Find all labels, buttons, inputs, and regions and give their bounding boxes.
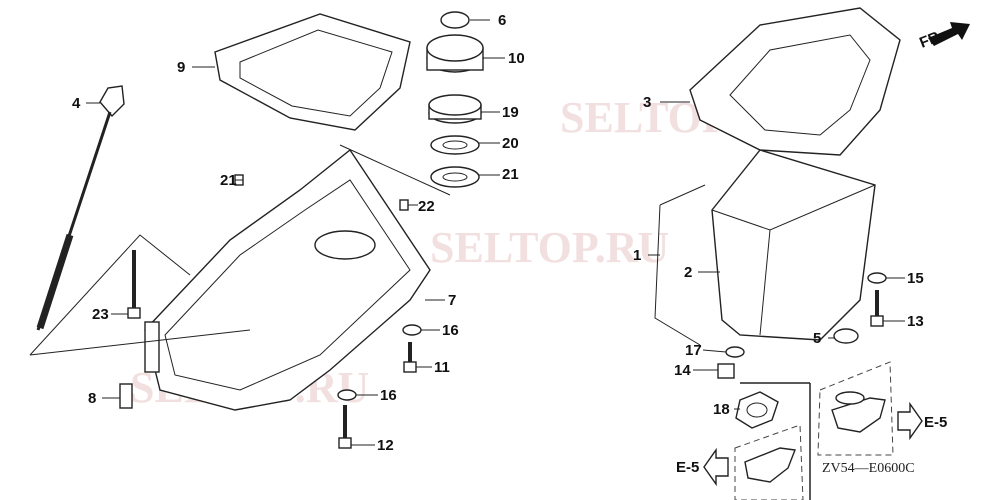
callout-labels: 6 10 19 20 21 9 4 21 22 3 1 2 15 13 5 17… xyxy=(72,12,947,476)
oil-case-7 xyxy=(144,148,431,411)
callout-14: 14 xyxy=(674,362,691,379)
plate-3 xyxy=(689,7,901,156)
callout-16b: 16 xyxy=(380,387,397,404)
callout-22: 23 xyxy=(92,306,109,323)
callout-17: 17 xyxy=(685,342,702,359)
front-direction-arrow-icon xyxy=(928,22,970,46)
gear-stack xyxy=(426,11,484,188)
reference-left: E-5 xyxy=(676,459,699,476)
callout-23: 18 xyxy=(713,401,730,418)
front-direction-label: FR. xyxy=(917,27,946,52)
callout-9: 9 xyxy=(177,59,185,76)
callout-7: 7 xyxy=(448,292,456,309)
callout-12: 12 xyxy=(377,437,394,454)
callout-21: 21 xyxy=(220,172,237,189)
callout-5: 5 xyxy=(813,330,821,347)
leader-lines xyxy=(86,19,905,446)
detail-box-right xyxy=(817,361,894,456)
bracket-1 xyxy=(654,204,701,346)
reference-right: E-5 xyxy=(924,414,947,431)
svg-text:SELTOP.RU: SELTOP.RU xyxy=(430,223,669,272)
callout-18: 19 xyxy=(502,104,519,121)
callout-3: 3 xyxy=(643,94,651,111)
callout-11: 11 xyxy=(434,359,450,376)
arrow-right-icon xyxy=(897,401,923,441)
drawing-code: ZV54—E0600C xyxy=(822,461,915,476)
small-parts xyxy=(119,174,887,449)
callout-10: 10 xyxy=(508,50,525,67)
detail-box-left xyxy=(734,382,811,500)
callout-20: 21 xyxy=(502,166,519,183)
callout-16: 16 xyxy=(442,322,459,339)
callout-19: 20 xyxy=(502,135,519,152)
undercase-2 xyxy=(711,149,876,341)
callout-6: 6 xyxy=(498,12,506,29)
callout-15: 15 xyxy=(907,270,924,287)
callout-4: 4 xyxy=(72,95,81,112)
gasket-9 xyxy=(214,13,411,131)
callout-8: 8 xyxy=(88,390,96,407)
dipstick-4 xyxy=(36,85,125,331)
callout-1: 1 xyxy=(633,247,641,264)
callout-21b: 22 xyxy=(418,198,435,215)
callout-13: 13 xyxy=(907,313,924,330)
arrow-left-icon xyxy=(703,447,729,487)
callout-2: 2 xyxy=(684,264,692,281)
bracket-assembly xyxy=(29,234,191,356)
